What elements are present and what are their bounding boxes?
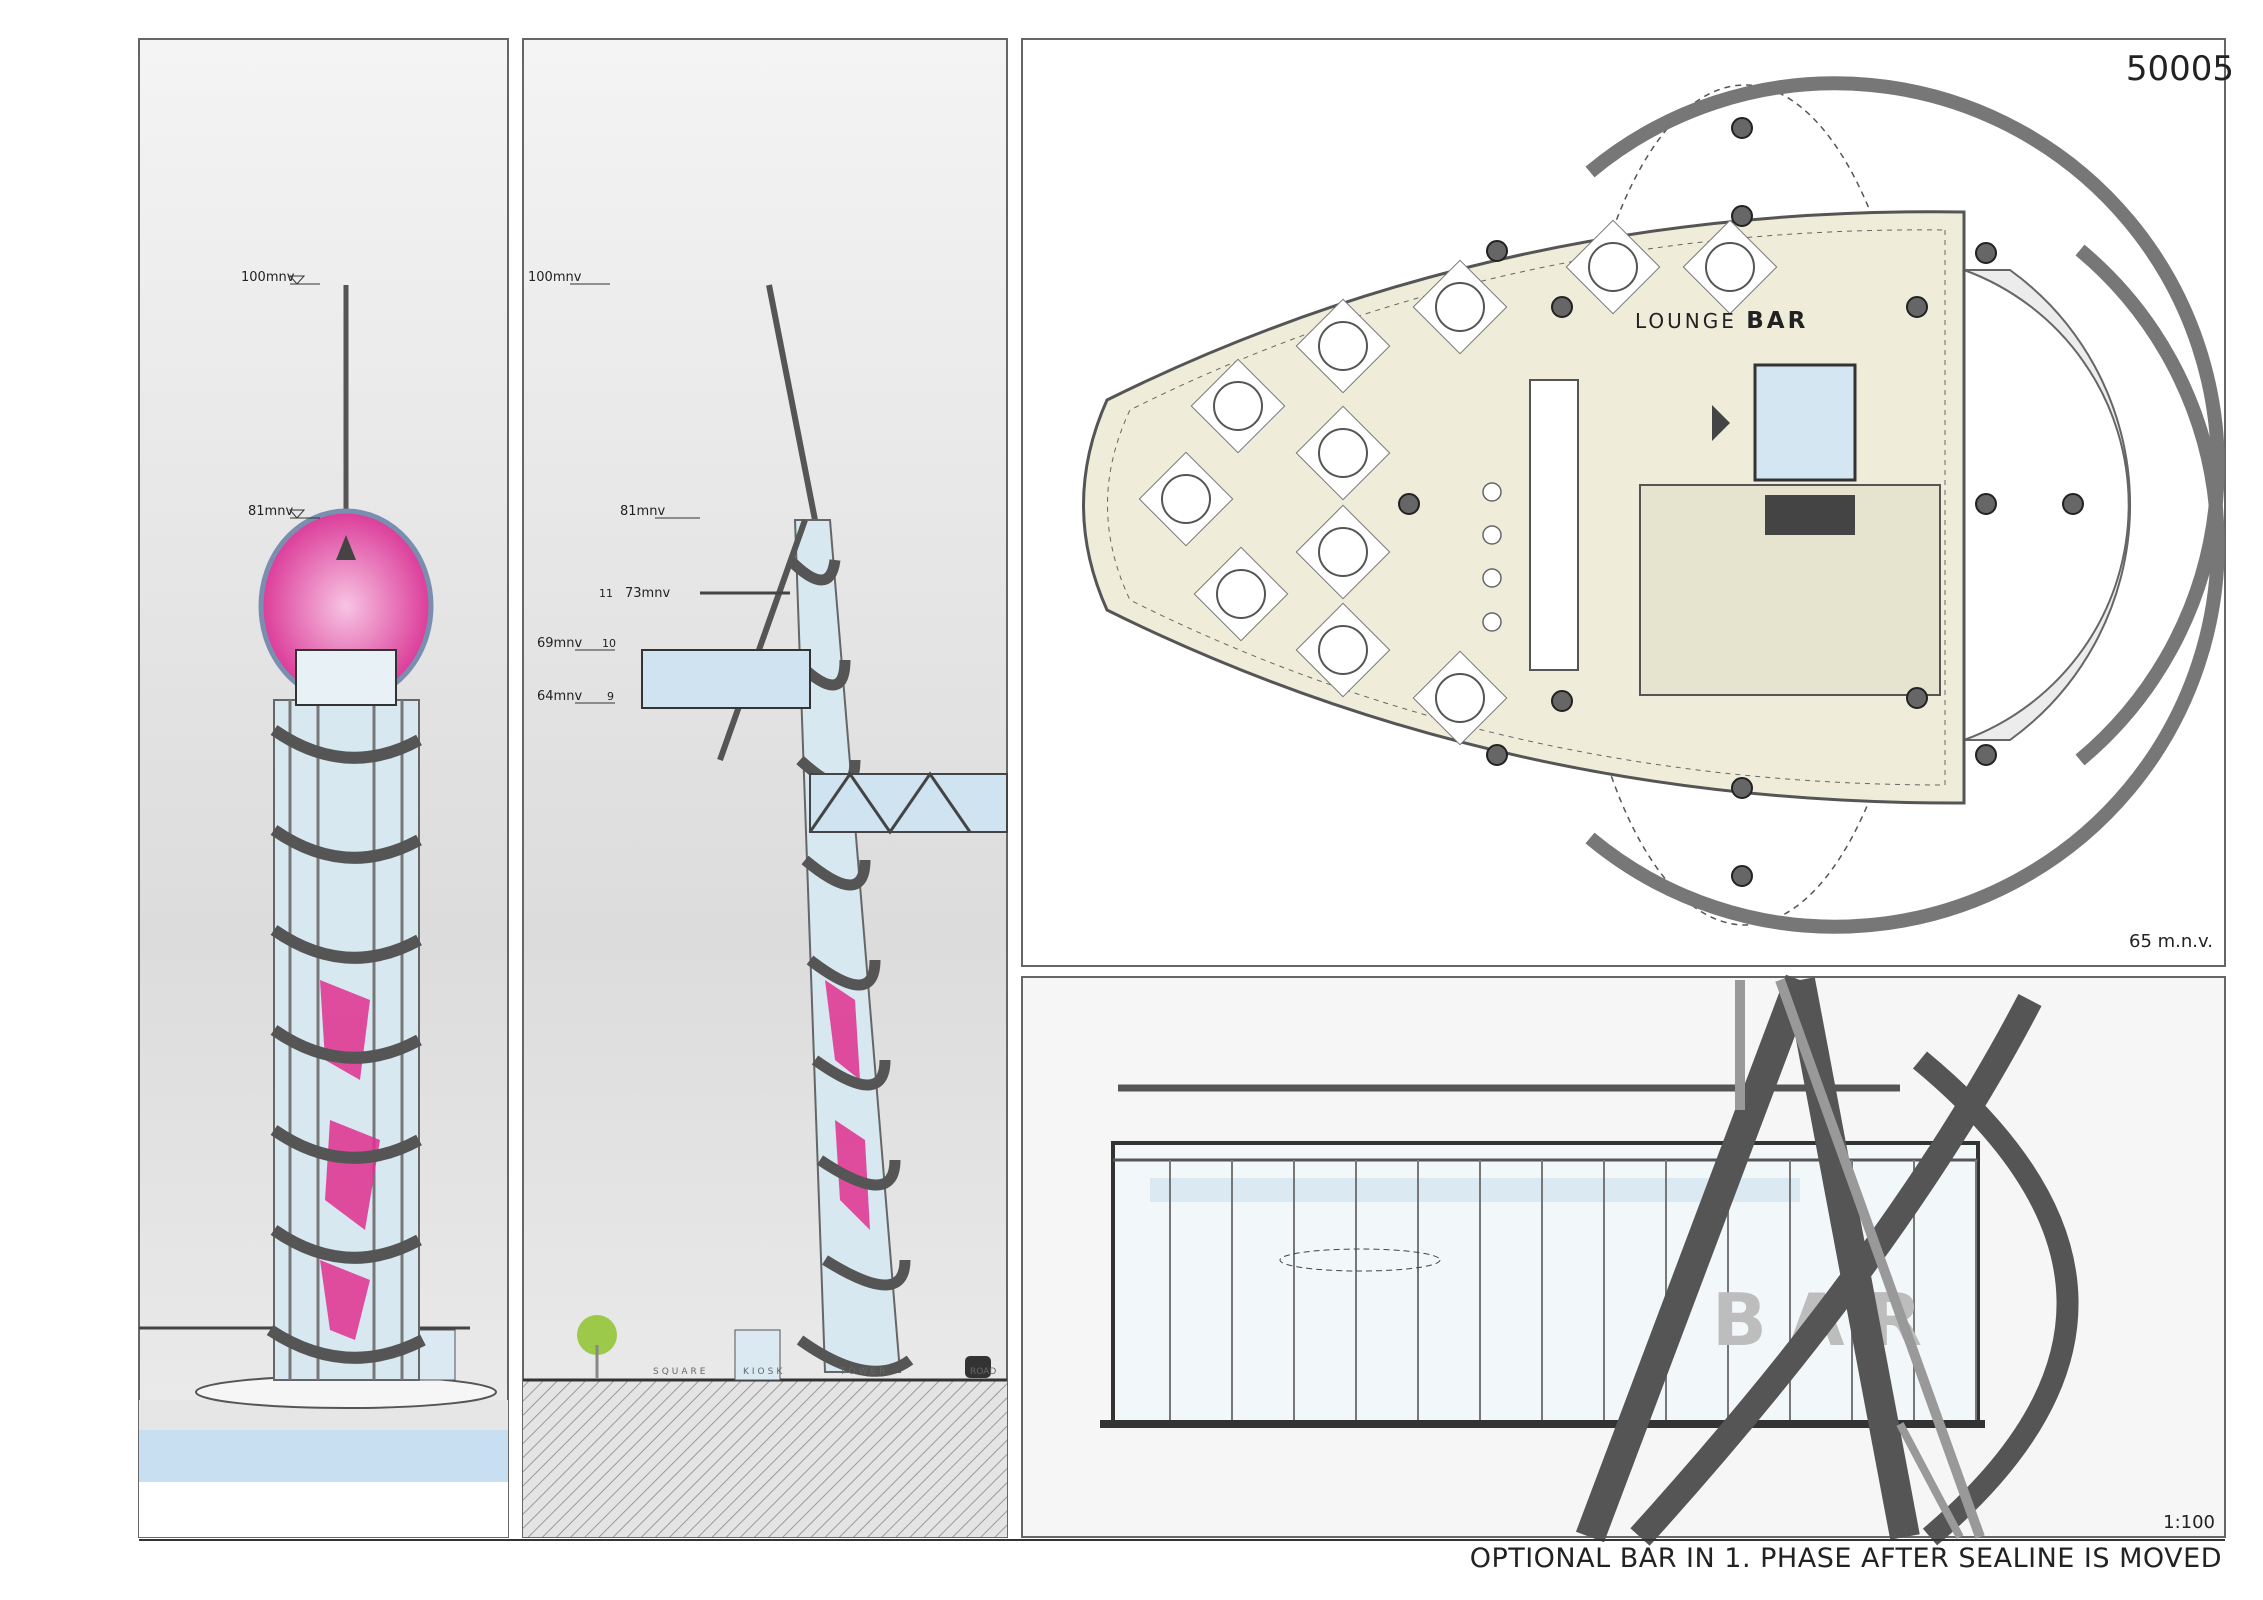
level-label: 73mnv [625,586,670,601]
level-label: 81mnv [248,504,293,519]
table [1295,405,1391,501]
column [1906,296,1928,318]
table [1682,219,1778,315]
table [1295,298,1391,394]
level-label: 69mnv [537,636,582,651]
table [1565,219,1661,315]
table [1190,358,1286,454]
column [2062,493,2084,515]
tables [1138,219,1778,746]
level-markers: 100mnv 81mnv 11 73mnv 69mnv 10 64mnv 9 [528,270,700,704]
level-label: 81mnv [620,504,665,519]
spiral-ramp [266,725,426,1364]
level-label: 64mnv [537,689,582,704]
front-elevation-panel: 100mnv 81mnv [138,38,509,1538]
column [1975,744,1997,766]
column [1731,205,1753,227]
plan-panel: LOUNGE BAR 50005 65 m.n.v. [1021,38,2234,967]
column [1551,690,1573,712]
ground-label: KIOSK [743,1367,785,1377]
column [1486,744,1508,766]
column [1551,296,1573,318]
column [1398,493,1420,515]
spiral-ramp [1912,1051,2079,1546]
kiosk [734,1329,781,1381]
outer-shell-arc [1585,76,2225,766]
bar-section-panel: BAR 1:100 [1021,974,2226,1546]
column [1975,242,1997,264]
side-section-panel: 100mnv 81mnv 11 73mnv 69mnv 10 64mnv 9 S… [522,38,1008,1538]
table [1412,259,1508,355]
car [965,1356,991,1378]
plan-title: LOUNGE BAR [1635,308,1808,334]
ground-label: ROAD [970,1367,996,1377]
mast [766,284,818,521]
stair [1963,269,2131,741]
sheet-number: 50005 [2126,49,2234,89]
ground-labels: SQUARE KIOSK TOWER ROAD [653,1367,996,1377]
bar-counter [1529,379,1579,671]
plan-level: 65 m.n.v. [2129,931,2213,952]
scale-label: 1:100 [2163,1512,2215,1533]
table [1295,504,1391,600]
ground-label: TOWER [839,1367,888,1377]
column [1906,687,1928,709]
floor-number: 11 [599,587,613,600]
column [1731,117,1753,139]
level-label: 100mnv [241,270,295,285]
table [1193,546,1289,642]
level-label: 100mnv [528,270,582,285]
column [1975,493,1997,515]
floor-number: 10 [602,637,616,650]
tree [577,1315,617,1355]
ground-label: SQUARE [653,1367,708,1377]
ground-hatch [523,1380,1007,1537]
column [1731,865,1753,887]
columns [1398,117,2084,887]
water [139,1430,508,1482]
table [1295,602,1391,698]
table [1412,650,1508,746]
level-markers: 100mnv 81mnv [241,270,320,519]
elevator [1753,363,1857,482]
sheet-caption: OPTIONAL BAR IN 1. PHASE AFTER SEALINE I… [1469,1543,2222,1574]
floor-number: 9 [607,690,614,703]
column [1731,777,1753,799]
column [1486,240,1508,262]
viewing-platform [641,649,811,709]
table [1138,451,1234,547]
